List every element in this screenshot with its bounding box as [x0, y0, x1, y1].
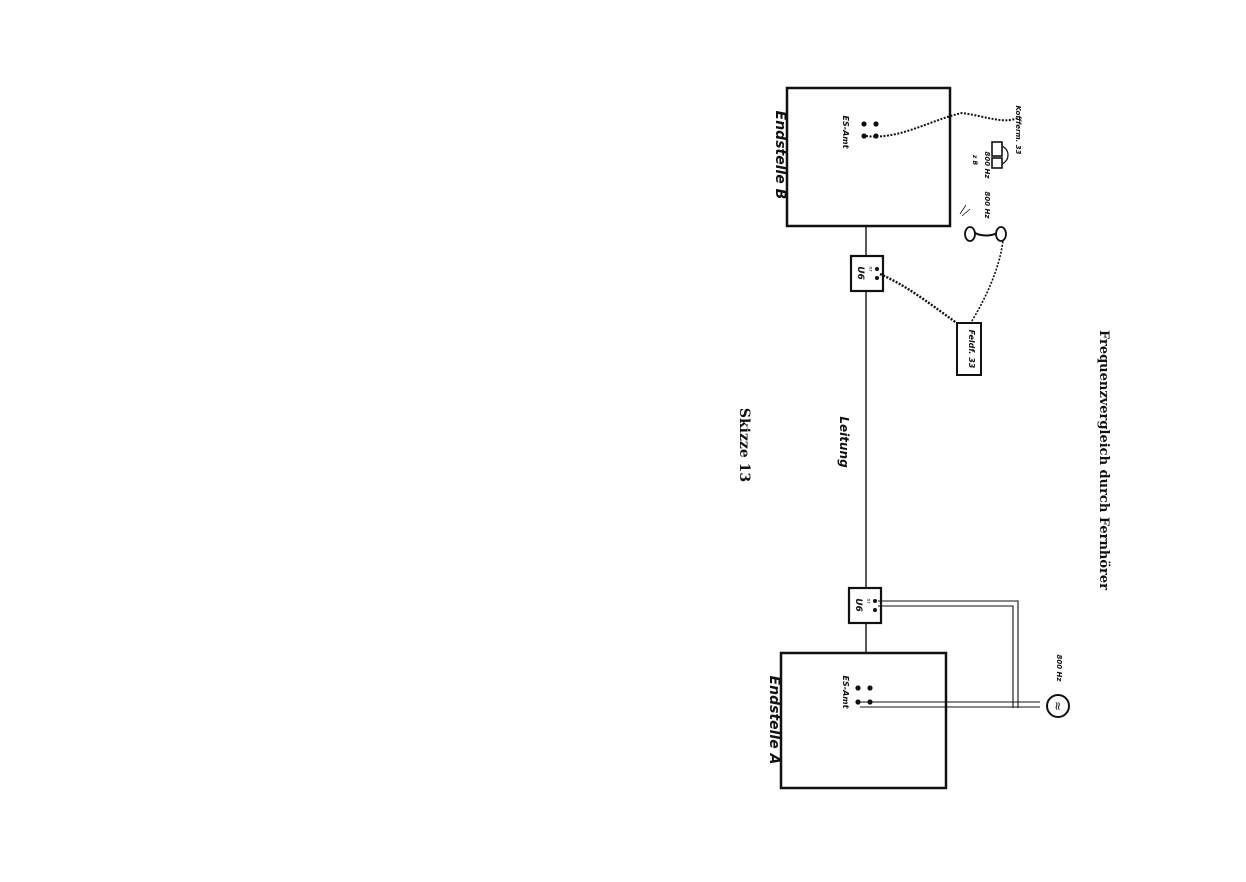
transformer-b-jack [875, 267, 879, 271]
transformer-b-label: U6 [855, 266, 865, 280]
handset-cord [969, 239, 1004, 325]
transformer-a-label: U6 [853, 598, 863, 612]
transformer-b-box [849, 254, 885, 293]
transformer-a-sub: nr [865, 598, 871, 604]
generator-symbol: ≈ [1051, 701, 1065, 711]
generator-circle [1046, 694, 1070, 718]
handset-icon [964, 226, 1007, 242]
case-label: Koffferm. 33 [1014, 105, 1022, 154]
station-a-box [779, 651, 948, 790]
sketch-title: Skizze 13 [736, 408, 752, 482]
station-a-jacks [855, 685, 873, 705]
line-label: Leitung [837, 416, 851, 468]
sound-lines-icon [959, 204, 971, 217]
generator-cord [860, 600, 1040, 708]
station-a-label: Endstelle A [766, 676, 782, 765]
station-b-box [785, 86, 952, 228]
transformer-b-jack [875, 276, 879, 280]
handset-frequency: 800 Hz [983, 192, 991, 220]
headphones-icon [991, 141, 1009, 169]
generator-frequency: 800 Hz [1055, 655, 1063, 683]
transformer-b-sub: nr [867, 266, 873, 272]
transformer-a-jack [873, 608, 877, 612]
station-b-exchange-label: ES-Amt [841, 116, 850, 150]
headphone-zb: z B [971, 154, 978, 166]
caption: Frequenzvergleich durch Fernhörer [1096, 330, 1111, 590]
station-b-label: Endstelle B [772, 111, 788, 200]
transformer-a-jack [873, 599, 877, 603]
field-phone-label: Feldf. 33 [967, 330, 976, 369]
headphone-cord [865, 111, 1021, 138]
field-phone-cord [879, 272, 959, 325]
field-phone-box [956, 322, 982, 376]
station-a-exchange-label: ES-Amt [841, 676, 850, 710]
headphone-frequency: 800 Hz [983, 152, 991, 180]
